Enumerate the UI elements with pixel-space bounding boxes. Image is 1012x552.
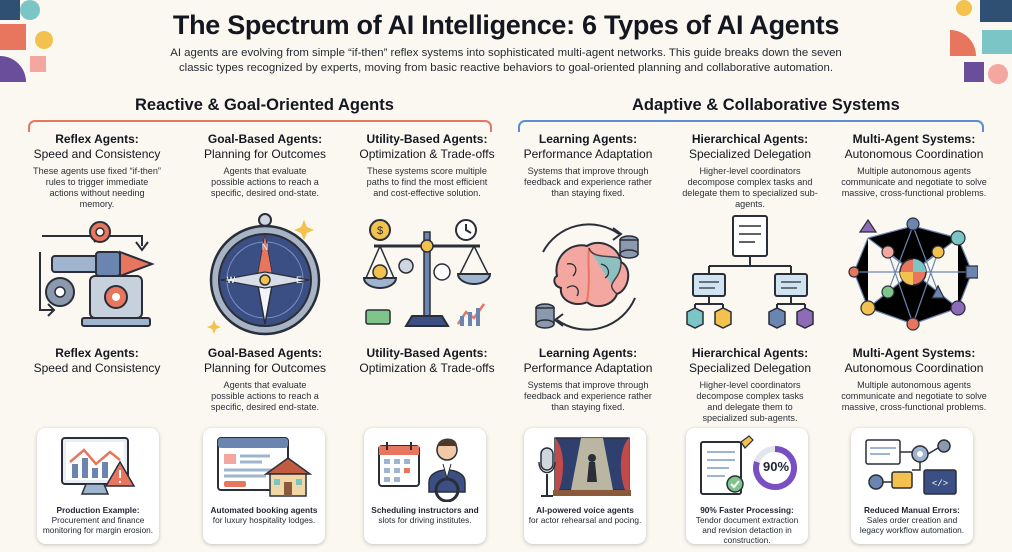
agent-header-reflex: Reflex Agents: Speed and Consistency The… (17, 132, 177, 210)
document-progress-icon (700, 435, 797, 495)
agent-title: Multi-Agent Systems: (852, 346, 976, 360)
example-card-reflex: Production Example:Procurement and finan… (37, 428, 159, 544)
example-card-hierarchical: 90% 90% Faster Processing:Tendor documen… (686, 428, 808, 544)
agent-title: Learning Agents: (538, 132, 638, 146)
agent-header-goal: Goal-Based Agents: Planning for Outcomes… (185, 132, 345, 199)
agent-title: Hierarchical Agents: (691, 346, 809, 360)
agent-description: These agents use fixed “if-then” rules t… (33, 166, 161, 209)
example-card-detail: for actor rehearsal and pocing. (528, 515, 642, 525)
agent-title: Goal-Based Agents: (207, 346, 323, 360)
hierarchy-tree-icon (686, 215, 814, 329)
agent-description: Higher-level coordinators decompose comp… (682, 166, 818, 209)
section-bracket-adaptive (518, 120, 984, 132)
agent-subtitle: Performance Adaptation (523, 147, 653, 161)
agent-subtitle: Speed and Consistency (33, 147, 161, 161)
page-title: The Spectrum of AI Intelligence: 6 Types… (172, 10, 840, 40)
agent-subtitle: Planning for Outcomes (203, 361, 327, 375)
agent-title: Learning Agents: (538, 346, 638, 360)
example-card-detail: slots for driving institutes. (378, 515, 472, 525)
microphone-stage-icon (538, 437, 631, 497)
agent-description: Systems that improve through feedback an… (524, 166, 652, 198)
example-card-detail: Sales order creation and legacy workflow… (859, 515, 965, 535)
calendar-instructor-icon (378, 438, 466, 502)
agent-description: Systems that improve through feedback an… (524, 380, 652, 412)
agent-title: Utility-Based Agents: (366, 346, 488, 360)
example-card-bold: AI-powered voice agents (536, 505, 634, 515)
example-card-multi: </> Reduced Manual Errors:Sales order cr… (851, 428, 973, 544)
monitor-chart-alert-icon (61, 437, 136, 495)
example-card-bold: Scheduling instructors and (371, 505, 479, 515)
example-card-text: Reduced Manual Errors:Sales order creati… (854, 505, 970, 535)
example-card-bold: Automated booking agents (210, 505, 318, 515)
agent-detail-utility: Utility-Based Agents: Optimization & Tra… (347, 346, 507, 376)
agent-detail-multi: Multi-Agent Systems: Autonomous Coordina… (834, 346, 994, 413)
section-title-reactive: Reactive & Goal-Oriented Agents (135, 96, 394, 114)
agent-network-icon (848, 217, 978, 331)
agent-subtitle: Specialized Delegation (688, 147, 812, 161)
svg-text:</>: </> (932, 479, 948, 489)
reflex-gears-icon (39, 221, 155, 327)
agent-description: Higher-level coordinators decompose comp… (696, 380, 804, 423)
agent-header-utility: Utility-Based Agents: Optimization & Tra… (347, 132, 507, 199)
agent-description: Agents that evaluate possible actions to… (210, 166, 320, 198)
example-card-bold: 90% Faster Processing: (700, 505, 794, 515)
corner-decoration-left (0, 0, 53, 82)
agent-subtitle: Autonomous Coordination (844, 147, 984, 161)
example-card-detail: for luxury hospitality lodges. (212, 515, 316, 525)
agent-subtitle: Optimization & Trade-offs (359, 361, 495, 375)
agent-title: Multi-Agent Systems: (852, 132, 976, 146)
agent-header-multi: Multi-Agent Systems: Autonomous Coordina… (834, 132, 994, 199)
svg-text:E: E (296, 275, 302, 285)
agent-description: Multiple autonomous agents communicate a… (841, 380, 987, 412)
example-card-bold: Production Example: (56, 505, 140, 515)
progress-percent: 90% (762, 459, 790, 474)
compass-icon: N W E (207, 213, 321, 336)
agent-header-learning: Learning Agents: Performance Adaptation … (508, 132, 668, 199)
brain-cycle-icon (535, 223, 639, 331)
agent-subtitle: Speed and Consistency (33, 361, 161, 375)
agent-title: Utility-Based Agents: (366, 132, 488, 146)
page-subtitle: AI agents are evolving from simple “if-t… (170, 47, 842, 74)
agent-detail-hierarchical: Hierarchical Agents: Specialized Delegat… (670, 346, 830, 424)
example-card-detail: Procurement and finance monitoring for m… (42, 515, 154, 535)
agent-subtitle: Autonomous Coordination (844, 361, 984, 375)
workflow-code-icon: </> (865, 439, 957, 495)
agent-header-hierarchical: Hierarchical Agents: Specialized Delegat… (670, 132, 830, 210)
agent-title: Hierarchical Agents: (691, 132, 809, 146)
section-bracket-reactive (28, 120, 492, 132)
agent-subtitle: Performance Adaptation (523, 361, 653, 375)
svg-text:N: N (262, 242, 269, 252)
svg-text:W: W (227, 275, 236, 285)
example-card-bold: Reduced Manual Errors: (864, 505, 960, 515)
balance-scale-icon: $ (362, 219, 492, 327)
booking-browser-lodge-icon (217, 437, 313, 497)
agent-title: Reflex Agents: (55, 346, 139, 360)
section-title-adaptive: Adaptive & Collaborative Systems (632, 96, 900, 114)
corner-decoration-right (950, 0, 1012, 84)
agent-detail-reflex: Reflex Agents: Speed and Consistency (17, 346, 177, 376)
example-card-detail: Tendor document extraction and revision … (695, 515, 799, 544)
agent-subtitle: Planning for Outcomes (203, 147, 327, 161)
agent-description: These systems score multiple paths to fi… (366, 166, 488, 198)
agent-detail-learning: Learning Agents: Performance Adaptation … (508, 346, 668, 413)
agent-subtitle: Optimization & Trade-offs (359, 147, 495, 161)
agent-description: Agents that evaluate possible actions to… (210, 380, 320, 412)
example-card-text: Production Example:Procurement and finan… (40, 505, 156, 535)
example-card-text: 90% Faster Processing:Tendor document ex… (689, 505, 805, 544)
agent-subtitle: Specialized Delegation (688, 361, 812, 375)
agent-detail-goal: Goal-Based Agents: Planning for Outcomes… (185, 346, 345, 413)
agent-description: Multiple autonomous agents communicate a… (841, 166, 987, 198)
svg-text:$: $ (377, 225, 383, 237)
agent-title: Goal-Based Agents: (207, 132, 323, 146)
agent-title: Reflex Agents: (55, 132, 139, 146)
